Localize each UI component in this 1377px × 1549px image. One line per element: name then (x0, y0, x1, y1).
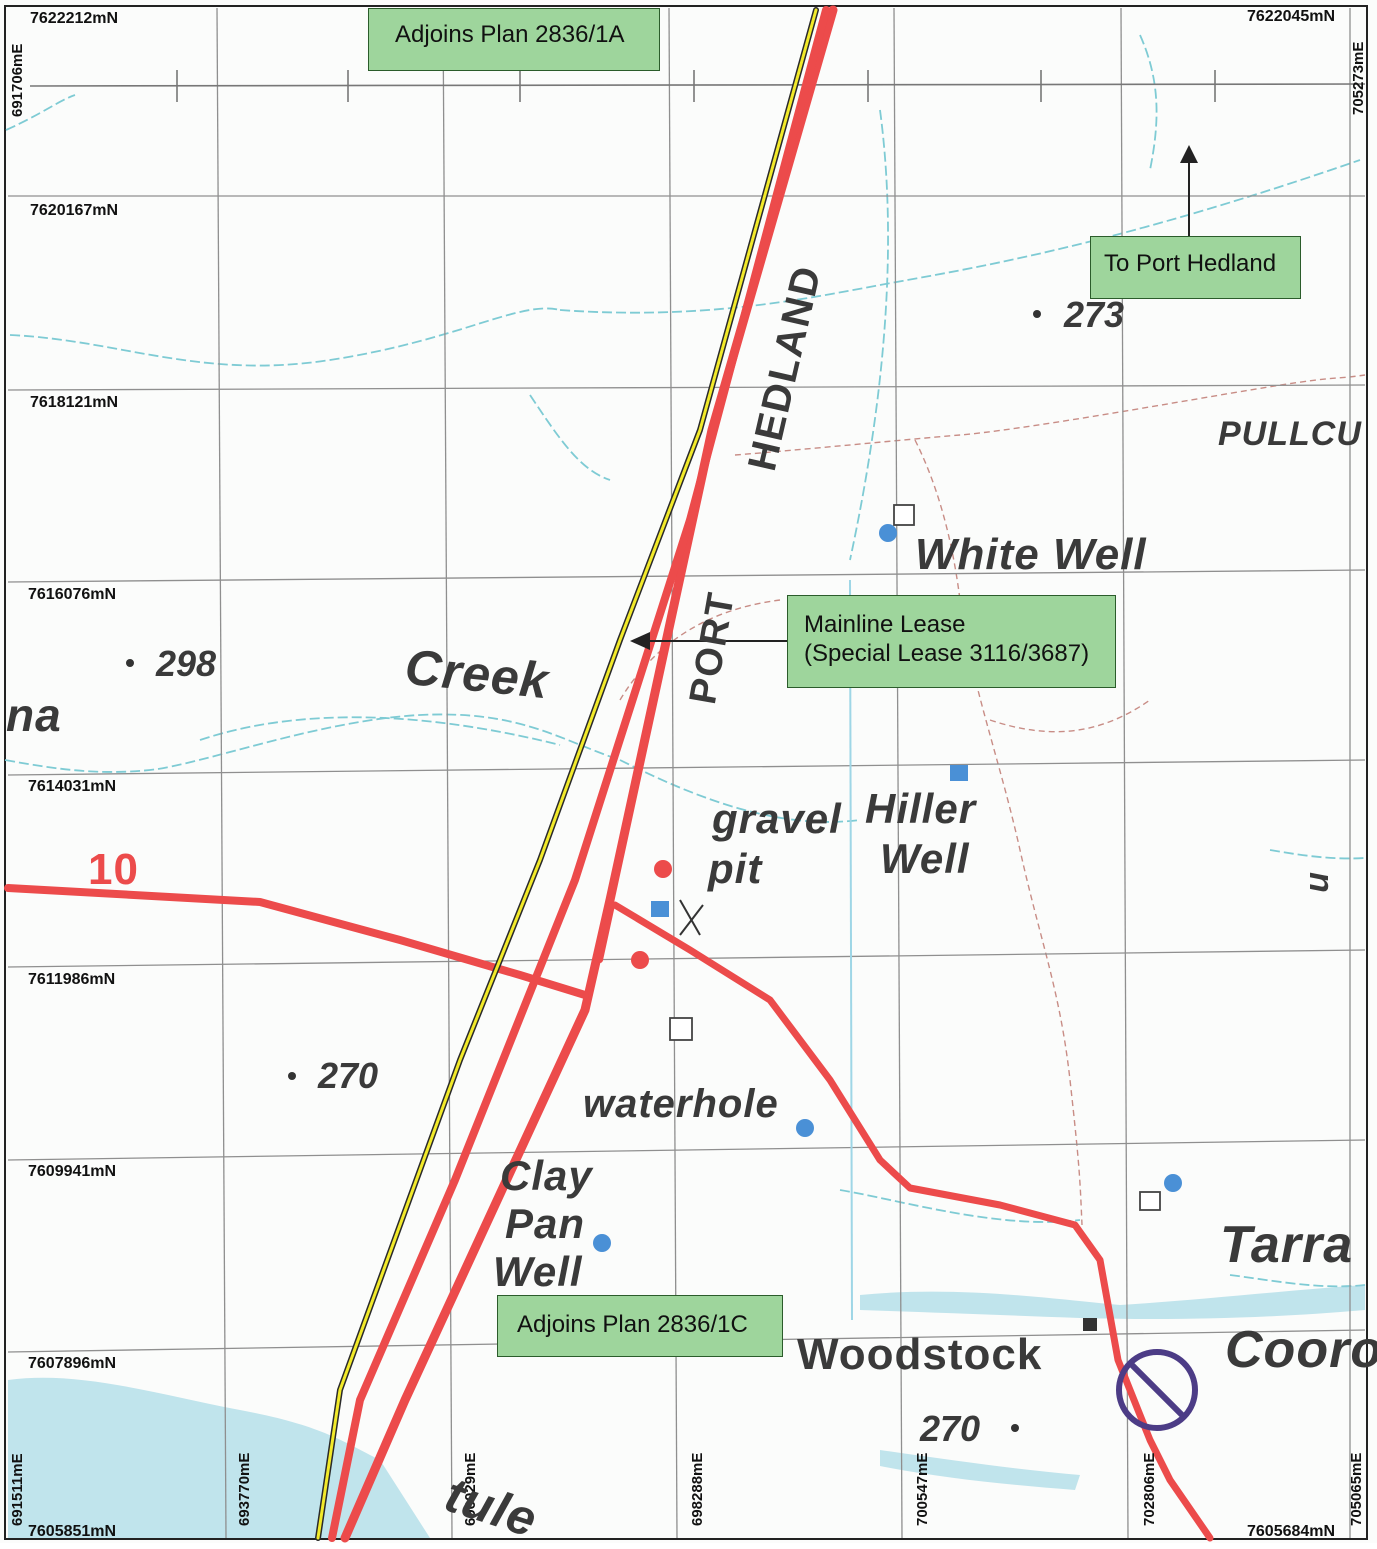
hiller-well-label: Well (880, 835, 970, 882)
northing-label-right: 7622045mN (1247, 8, 1336, 25)
northing-label: 7614031mN (28, 778, 117, 795)
tarra-water-icon (1164, 1174, 1182, 1192)
route-10-label: 10 (88, 845, 139, 894)
mainline-road (328, 6, 830, 1542)
waterhole-water-icon (796, 1119, 814, 1137)
hiller-label: Hiller (865, 785, 977, 832)
northing-label: 7622212mN (30, 10, 119, 27)
left-arrow-icon (630, 632, 650, 650)
woodstock-label: Woodstock (797, 1330, 1043, 1379)
easting-label-bottom: 702806mE (1141, 1452, 1158, 1526)
easting-label-top-right: 705273mE (1350, 41, 1367, 115)
spot-height-label: 273 (1064, 294, 1125, 335)
mainline-lease-callout: Mainline Lease (Special Lease 3116/3687) (787, 595, 1116, 688)
gravel-pit-dot-icon (654, 860, 672, 878)
up-arrow-icon (1180, 145, 1198, 163)
white-well-water-icon (879, 524, 897, 542)
railway (315, 7, 819, 1541)
fence-line (849, 579, 853, 1321)
woodstock-homestead-icon (1083, 1318, 1097, 1331)
hiller-well-water-icon (950, 765, 968, 781)
easting-label-bottom: 698288mE (689, 1452, 706, 1526)
water-points (593, 524, 1182, 1252)
easting-label-top-left: 691706mE (9, 43, 26, 117)
mainline-lease-title: Mainline Lease (804, 611, 966, 638)
gravel-points (631, 860, 672, 969)
gravel-pit-water-icon (651, 901, 669, 917)
easting-label-bottom: 700547mE (914, 1452, 931, 1526)
creek-name-fragment-label: na (6, 689, 62, 741)
northing-label: 7607896mN (28, 1355, 117, 1372)
callout-arrows (630, 145, 1198, 650)
gravel-label: gravel (712, 795, 842, 842)
creek-lines (4, 34, 1366, 1288)
adjoins-plan-1c-callout: Adjoins Plan 2836/1C (497, 1295, 783, 1357)
northing-label: 7616076mN (28, 586, 117, 603)
easting-label-bottom: 693770mE (236, 1452, 253, 1526)
route-10-road (4, 884, 589, 999)
gravel-pit-dot-icon (631, 951, 649, 969)
easting-label-bottom: 691511mE (9, 1453, 26, 1526)
spot-height-label: 270 (318, 1055, 379, 1096)
mainline-lease-subtitle: (Special Lease 3116/3687) (804, 640, 1090, 667)
white-well-label: White Well (915, 530, 1147, 579)
pit-label: pit (708, 845, 763, 892)
spot-height-dots (126, 310, 1041, 1432)
tarra-label: Tarra (1220, 1216, 1354, 1274)
tarra-tank-icon (1139, 1191, 1161, 1211)
clay-pan-well-water-icon (593, 1234, 611, 1252)
easting-label-bottom: 705065mE (1348, 1452, 1365, 1526)
cooro-label: Cooro (1225, 1321, 1377, 1379)
spot-height-label: 298 (156, 643, 217, 684)
white-well-tank-icon (893, 504, 915, 526)
roads (4, 5, 1214, 1543)
northing-label: 7605851mN (28, 1523, 117, 1540)
track-lines (619, 374, 1366, 1226)
no-entry-sign-icon (1116, 1349, 1198, 1431)
to-port-hedland-callout: To Port Hedland (1090, 236, 1301, 299)
adjoins-plan-1a-callout: Adjoins Plan 2836/1A (368, 8, 660, 71)
woodstock-road (611, 901, 1214, 1542)
northing-label: 7618121mN (30, 394, 119, 411)
clay-label: Clay (500, 1152, 593, 1199)
map-frame (4, 5, 1368, 1540)
northing-label-right: 7605684mN (1247, 1523, 1336, 1540)
northing-label: 7609941mN (28, 1163, 117, 1180)
waterhole-label: waterhole (583, 1082, 779, 1126)
clay-pan-well-label: Well (493, 1248, 583, 1295)
tank-symbols (669, 504, 1161, 1211)
power-line (29, 70, 1366, 102)
tank-icon (669, 1017, 693, 1041)
pullcu-label: PULLCU (1218, 415, 1362, 453)
northing-label: 7611986mN (28, 971, 116, 988)
spot-height-label: 270 (920, 1408, 981, 1449)
northing-label: 7620167mN (30, 202, 119, 219)
crossed-picks-icon (679, 899, 704, 936)
pan-label: Pan (505, 1200, 586, 1247)
edge-name-fragment-label: n (1302, 872, 1340, 894)
